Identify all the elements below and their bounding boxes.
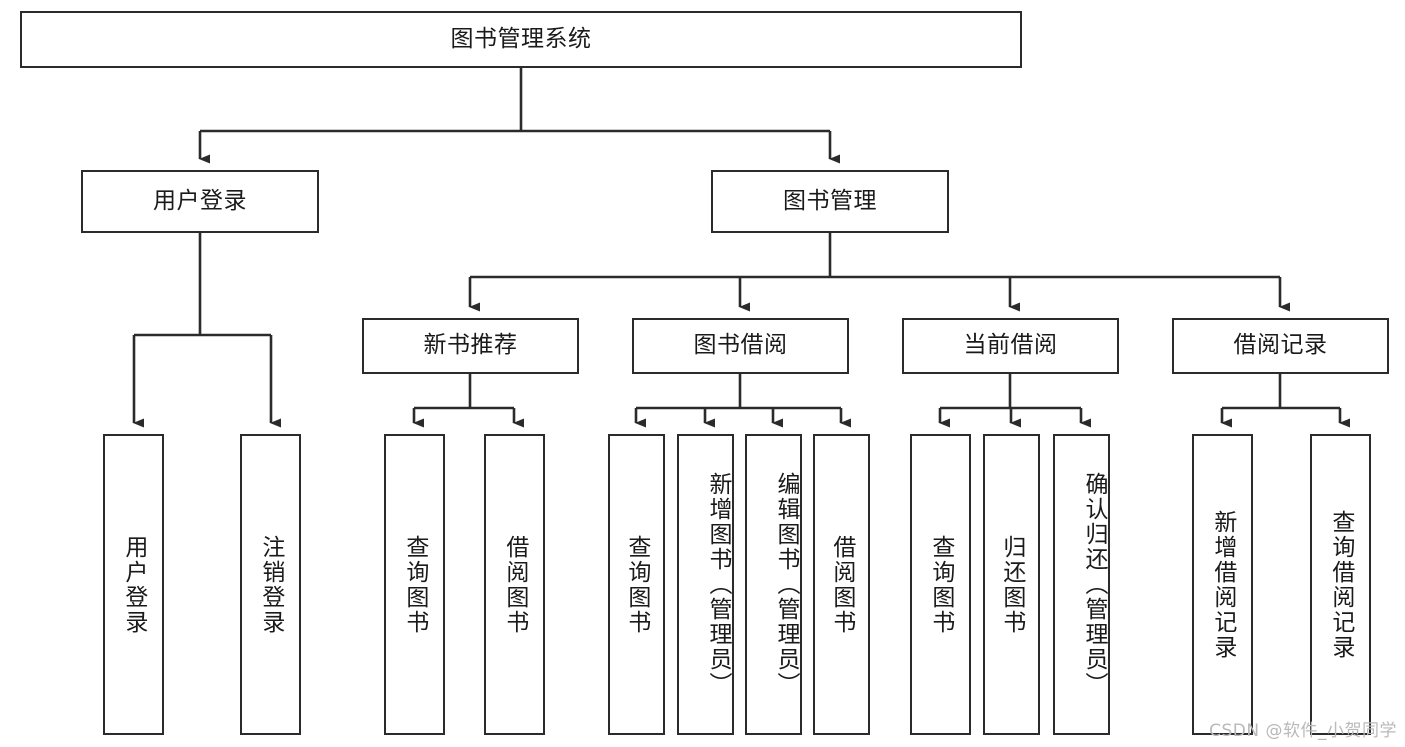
node-leaf-rec-add[interactable]: 新增借阅记录 (1192, 434, 1253, 735)
node-leaf-cur-query-label: 查询图书 (927, 534, 954, 635)
node-borrow-record-label: 借阅记录 (1233, 332, 1328, 359)
node-leaf-borrow-lend-label: 借阅图书 (828, 534, 855, 635)
node-leaf-cur-confirm-label: 确认归还（管理员） (1081, 472, 1107, 697)
node-leaf-borrow-add-label: 新增图书（管理员） (705, 472, 731, 697)
node-user-login[interactable]: 用户登录 (81, 170, 319, 233)
node-leaf-rec-query-label: 查询图书 (401, 534, 428, 635)
node-borrow-record[interactable]: 借阅记录 (1172, 318, 1389, 374)
node-leaf-borrow-query[interactable]: 查询图书 (608, 434, 665, 735)
node-leaf-cur-query[interactable]: 查询图书 (910, 434, 971, 735)
node-user-login-label: 用户登录 (153, 187, 247, 214)
node-leaf-cur-return[interactable]: 归还图书 (983, 434, 1040, 735)
node-leaf-cur-return-label: 归还图书 (998, 534, 1025, 635)
node-leaf-rec-borrow-label: 借阅图书 (501, 534, 528, 635)
node-root-label: 图书管理系统 (450, 25, 592, 52)
node-leaf-rec-query2-label: 查询借阅记录 (1327, 509, 1354, 660)
node-leaf-borrow-lend[interactable]: 借阅图书 (813, 434, 870, 735)
node-book-borrow-label: 图书借阅 (693, 332, 788, 359)
node-leaf-logout-label: 注销登录 (257, 534, 284, 635)
csdn-watermark: CSDN @软件_小贺同学 (1209, 721, 1397, 741)
node-leaf-rec-query[interactable]: 查询图书 (384, 434, 445, 735)
node-new-book-rec[interactable]: 新书推荐 (362, 318, 579, 374)
node-current-borrow-label: 当前借阅 (963, 332, 1058, 359)
node-book-borrow[interactable]: 图书借阅 (632, 318, 849, 374)
node-leaf-user-login-label: 用户登录 (120, 534, 147, 635)
node-leaf-user-login[interactable]: 用户登录 (103, 434, 164, 735)
node-leaf-borrow-query-label: 查询图书 (623, 534, 650, 635)
node-leaf-borrow-add[interactable]: 新增图书（管理员） (677, 434, 734, 735)
node-leaf-borrow-edit[interactable]: 编辑图书（管理员） (745, 434, 802, 735)
node-leaf-rec-borrow[interactable]: 借阅图书 (484, 434, 545, 735)
node-current-borrow[interactable]: 当前借阅 (902, 318, 1119, 374)
node-book-manage-label: 图书管理 (783, 187, 877, 214)
node-leaf-borrow-edit-label: 编辑图书（管理员） (773, 472, 799, 697)
node-book-manage[interactable]: 图书管理 (711, 170, 949, 233)
node-leaf-cur-confirm[interactable]: 确认归还（管理员） (1053, 434, 1110, 735)
node-leaf-rec-query2[interactable]: 查询借阅记录 (1310, 434, 1371, 735)
node-leaf-logout[interactable]: 注销登录 (240, 434, 301, 735)
node-root[interactable]: 图书管理系统 (20, 11, 1022, 68)
node-leaf-rec-add-label: 新增借阅记录 (1209, 509, 1236, 660)
node-new-book-rec-label: 新书推荐 (423, 332, 518, 359)
